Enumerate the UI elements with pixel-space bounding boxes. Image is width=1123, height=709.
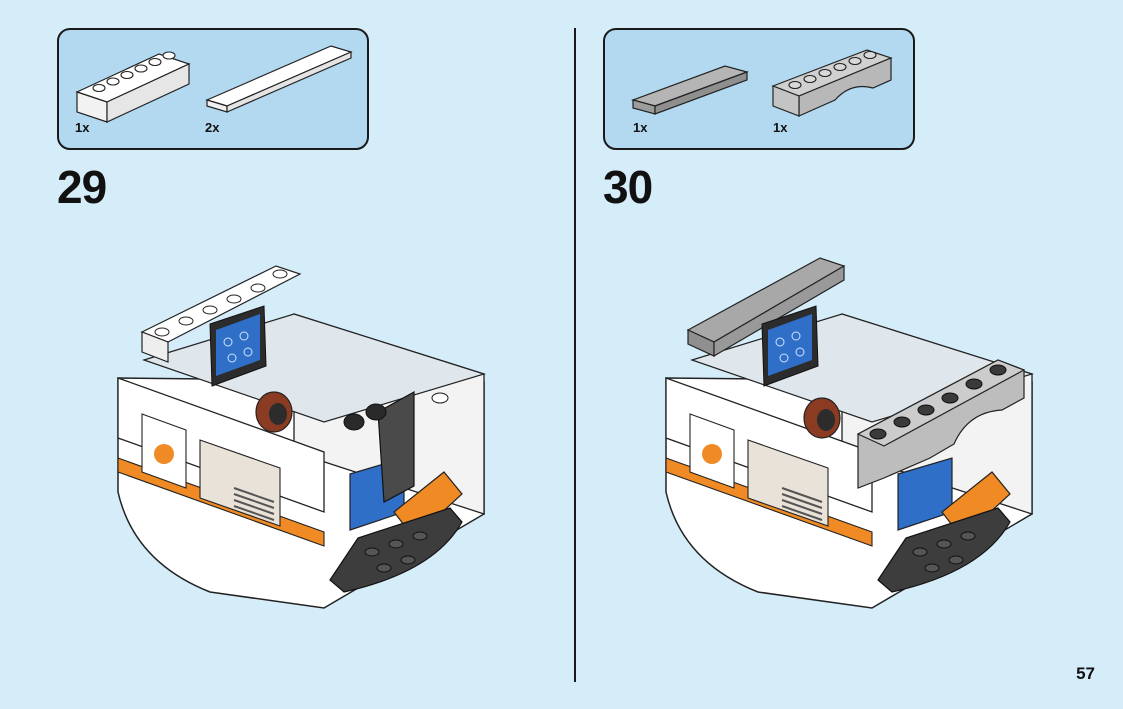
step-number: 30	[603, 161, 653, 213]
part-quantity: 1x	[773, 120, 788, 135]
step-29-model-illustration	[117, 265, 487, 609]
step-30-parts-art	[631, 49, 893, 117]
white-brick-1x6-icon	[75, 51, 191, 123]
step-number: 29	[57, 161, 107, 213]
parts-callout-step-29: 1x 2x	[57, 28, 369, 150]
part-quantity: 2x	[205, 120, 220, 135]
step-30-model-illustration	[665, 257, 1035, 609]
page-number: 57	[1076, 664, 1095, 683]
grey-tile-1x6-icon	[631, 65, 749, 115]
part-quantity: 1x	[633, 120, 648, 135]
grey-arch-1x6-icon	[771, 49, 893, 117]
part-quantity: 1x	[75, 120, 90, 135]
white-plate-1x8-icon	[205, 45, 353, 113]
step-divider	[574, 28, 576, 682]
step-29-parts-art	[75, 45, 353, 123]
parts-callout-step-30: 1x 1x	[603, 28, 915, 150]
